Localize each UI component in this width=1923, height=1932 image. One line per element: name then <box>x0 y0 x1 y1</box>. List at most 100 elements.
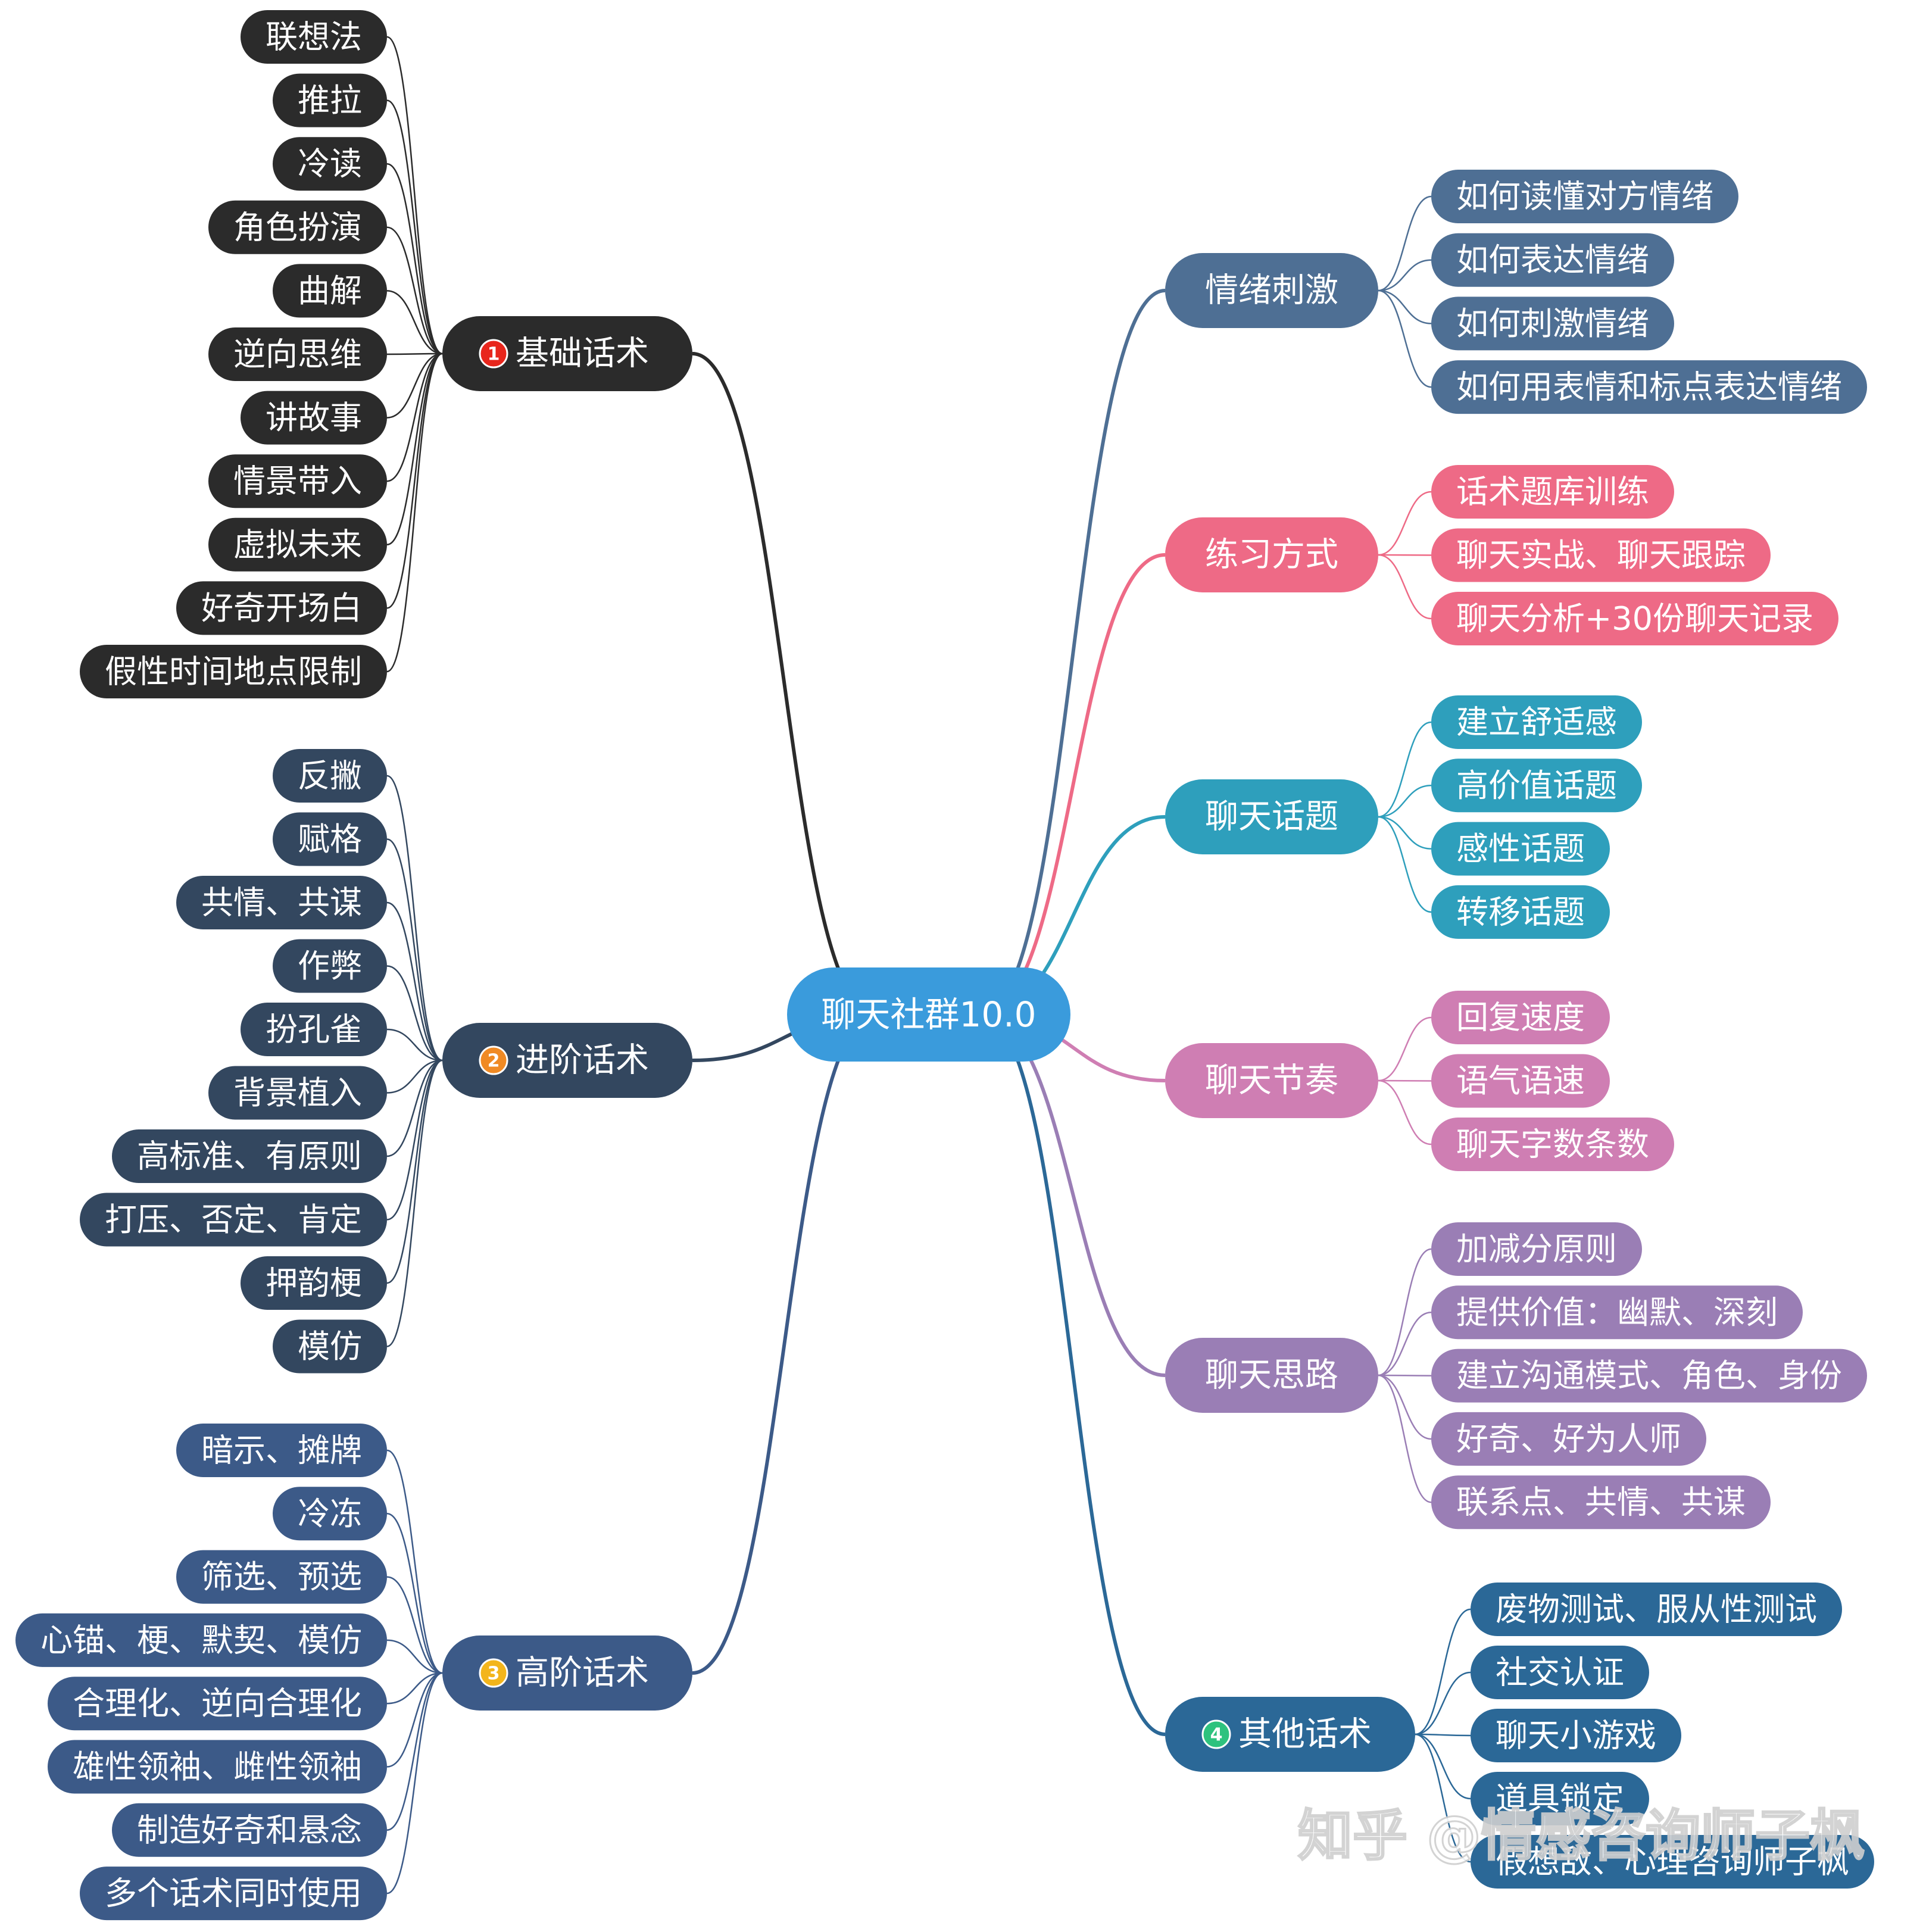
leaf-node-label: 多个话术同时使用 <box>105 1875 362 1912</box>
leaf-node[interactable]: 情景带入 <box>208 454 387 508</box>
leaf-node[interactable]: 如何用表情和标点表达情绪 <box>1431 360 1867 414</box>
leaf-node[interactable]: 曲解 <box>273 264 387 318</box>
leaf-node[interactable]: 感性话题 <box>1431 822 1610 876</box>
leaf-node-label: 假想敌、心理咨询师子枫 <box>1496 1843 1849 1881</box>
number-badge-label: 3 <box>488 1663 500 1684</box>
root-node[interactable]: 聊天社群10.0 <box>787 967 1070 1062</box>
leaf-node[interactable]: 高价值话题 <box>1431 759 1642 813</box>
leaf-node[interactable]: 背景植入 <box>208 1066 387 1120</box>
leaf-node[interactable]: 聊天字数条数 <box>1431 1118 1674 1171</box>
leaf-node[interactable]: 话术题库训练 <box>1431 465 1674 519</box>
leaf-node-label: 建立沟通模式、角色、身份 <box>1456 1357 1842 1394</box>
leaf-line <box>386 775 443 1062</box>
leaf-node-shape <box>1431 695 1642 749</box>
leaf-node[interactable]: 反撇 <box>273 749 387 803</box>
leaf-node[interactable]: 逆向思维 <box>208 327 387 381</box>
leaf-node[interactable]: 社交认证 <box>1471 1646 1649 1699</box>
leaf-node[interactable]: 假想敌、心理咨询师子枫 <box>1471 1835 1874 1889</box>
leaf-node[interactable]: 赋格 <box>273 812 387 866</box>
leaf-node-shape <box>273 73 387 127</box>
leaf-node[interactable]: 聊天小游戏 <box>1471 1709 1681 1762</box>
branch-node[interactable]: 聊天思路 <box>1165 1338 1378 1413</box>
leaf-node[interactable]: 好奇开场白 <box>176 581 387 635</box>
leaf-node[interactable]: 假性时间地点限制 <box>80 645 387 698</box>
leaf-node[interactable]: 角色扮演 <box>208 200 387 254</box>
leaf-node-shape <box>112 1129 387 1183</box>
leaf-node[interactable]: 道具锁定 <box>1471 1772 1649 1825</box>
leaf-node-label: 情景带入 <box>233 463 362 500</box>
number-badge-label: 4 <box>1210 1725 1223 1746</box>
leaf-line <box>386 1672 443 1831</box>
leaf-node[interactable]: 筛选、预选 <box>176 1550 387 1604</box>
leaf-node-shape <box>1431 822 1610 876</box>
branch-node[interactable]: 情绪刺激 <box>1165 253 1378 328</box>
branch-node-shape <box>442 1023 692 1098</box>
leaf-node[interactable]: 作弊 <box>273 939 387 993</box>
leaf-node[interactable]: 讲故事 <box>241 391 387 445</box>
leaf-node-label: 联系点、共情、共谋 <box>1456 1484 1746 1521</box>
leaf-node[interactable]: 建立沟通模式、角色、身份 <box>1431 1349 1867 1403</box>
leaf-line <box>386 1672 443 1705</box>
leaf-node-label: 讲故事 <box>266 399 362 436</box>
leaf-node-shape <box>273 939 387 993</box>
leaf-node-label: 冷冻 <box>298 1495 362 1533</box>
leaf-line <box>1378 816 1432 913</box>
leaf-node[interactable]: 高标准、有原则 <box>112 1129 387 1183</box>
leaf-node-label: 押韵梗 <box>266 1265 362 1302</box>
leaf-node-label: 假性时间地点限制 <box>105 653 362 691</box>
leaf-node[interactable]: 模仿 <box>273 1319 387 1374</box>
leaf-node-shape <box>15 1613 387 1667</box>
leaf-node[interactable]: 如何读懂对方情绪 <box>1431 170 1738 223</box>
leaf-node[interactable]: 虚拟未来 <box>208 517 387 572</box>
leaf-node[interactable]: 合理化、逆向合理化 <box>48 1677 387 1731</box>
watermark: 知乎 @情感咨询师子枫 <box>1298 1804 1865 1868</box>
leaf-node[interactable]: 如何刺激情绪 <box>1431 296 1674 351</box>
leaf-node[interactable]: 扮孔雀 <box>241 1003 387 1056</box>
leaf-node[interactable]: 提供价值：幽默、深刻 <box>1431 1285 1803 1340</box>
branch-node[interactable]: 聊天节奏 <box>1165 1043 1378 1118</box>
leaf-node[interactable]: 如何表达情绪 <box>1431 233 1674 287</box>
leaf-node[interactable]: 聊天分析+30份聊天记录 <box>1431 592 1838 645</box>
branch-node[interactable]: 练习方式 <box>1165 517 1378 592</box>
leaf-node-shape <box>1431 759 1642 813</box>
leaf-node-shape <box>208 454 387 508</box>
leaf-node-shape <box>273 1319 387 1374</box>
leaf-node[interactable]: 建立舒适感 <box>1431 695 1642 749</box>
leaf-node[interactable]: 打压、否定、肯定 <box>80 1193 387 1247</box>
leaf-node[interactable]: 联系点、共情、共谋 <box>1431 1475 1771 1530</box>
leaf-node-shape <box>208 200 387 254</box>
leaf-line <box>386 352 443 609</box>
leaf-node[interactable]: 押韵梗 <box>241 1256 387 1310</box>
leaf-node-shape <box>176 581 387 635</box>
leaf-node[interactable]: 加减分原则 <box>1431 1222 1642 1276</box>
leaf-node[interactable]: 推拉 <box>273 73 387 127</box>
leaf-node-shape <box>1431 1054 1610 1108</box>
leaf-node[interactable]: 联想法 <box>241 10 387 64</box>
leaf-node-shape <box>1431 1222 1642 1276</box>
leaf-node[interactable]: 回复速度 <box>1431 991 1610 1044</box>
leaf-node[interactable]: 共情、共谋 <box>176 876 387 929</box>
leaf-node[interactable]: 暗示、摊牌 <box>176 1424 387 1477</box>
leaf-node[interactable]: 雄性领袖、雌性领袖 <box>48 1740 387 1794</box>
leaf-node[interactable]: 废物测试、服从性测试 <box>1471 1583 1842 1636</box>
leaf-line <box>1378 1374 1432 1440</box>
leaf-line <box>386 290 443 355</box>
leaf-line <box>1378 289 1432 324</box>
leaf-node-shape <box>1431 1285 1803 1340</box>
leaf-node[interactable]: 冷冻 <box>273 1487 387 1541</box>
leaf-node[interactable]: 心锚、梗、默契、模仿 <box>15 1613 387 1667</box>
number-badge-label: 2 <box>488 1051 500 1072</box>
leaf-node[interactable]: 语气语速 <box>1431 1054 1610 1108</box>
leaf-node[interactable]: 聊天实战、聊天跟踪 <box>1431 528 1771 582</box>
leaf-node[interactable]: 多个话术同时使用 <box>80 1867 387 1921</box>
leaf-node[interactable]: 好奇、好为人师 <box>1431 1412 1706 1466</box>
leaf-node[interactable]: 制造好奇和悬念 <box>112 1803 387 1857</box>
leaf-node[interactable]: 冷读 <box>273 137 387 191</box>
leaf-node[interactable]: 转移话题 <box>1431 885 1610 939</box>
branch-node[interactable]: 聊天话题 <box>1165 779 1378 854</box>
